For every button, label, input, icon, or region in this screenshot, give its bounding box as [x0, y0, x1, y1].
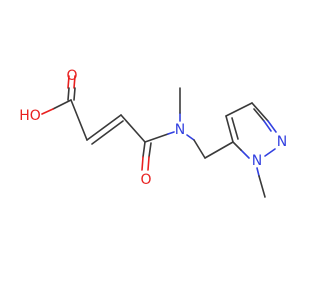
bond-acid-co-b [73, 75, 76, 89]
bond-c4-n-blue [167, 131, 175, 135]
bond-n-ch2 [193, 139, 206, 159]
atom-n-amide: N [175, 122, 185, 138]
bond-acid-co-b2 [73, 87, 76, 101]
bond-c-oh [52, 99, 72, 110]
bond-n1-methyl [258, 175, 266, 198]
bond-c5-c4 [225, 115, 234, 143]
bond-c5-c4-double [231, 117, 239, 140]
atom-o-hydroxyl: HO [19, 108, 41, 124]
bond-acid-co-a [67, 75, 70, 89]
bond-c3-c4 [120, 114, 146, 143]
bond-c4-c3 [225, 102, 253, 117]
bond-amide-co-a2 [141, 156, 144, 171]
molecule-diagram: O HO O N N N [19, 68, 287, 198]
bond-c-oh-red [41, 108, 54, 115]
bond-n-ch2-blue [186, 134, 195, 141]
bond-c3-n2 [251, 102, 269, 122]
bond-c3-n2-double [253, 108, 265, 122]
bond-c2-c3-double [91, 120, 124, 145]
bond-c4-n [144, 133, 169, 143]
atom-o-amide: O [140, 172, 151, 188]
bond-n1-c5 [232, 141, 242, 151]
bond-n2-n1 [264, 148, 276, 157]
bond-n1-c5-blue [240, 149, 250, 159]
bond-acid-co-a2 [67, 87, 70, 101]
bond-c1-c2 [70, 99, 88, 141]
atom-o-carbonyl-acid: O [66, 68, 77, 84]
bond-amide-co-a [142, 141, 146, 158]
bond-ch2-c5 [204, 141, 234, 159]
atom-n-pyrazole-2: N [277, 134, 287, 150]
bond-c3-n2-blue [267, 120, 277, 133]
molecule-structure: O HO O N N N [19, 68, 287, 198]
bond-c2-c3 [86, 114, 122, 141]
bond-c3-n2-double-blue [263, 120, 272, 132]
atom-n-pyrazole-1: N [252, 153, 262, 169]
bond-amide-co-b2 [147, 156, 150, 171]
bond-amide-co-b [148, 142, 152, 158]
bond-n1-methyl-blue [256, 167, 260, 177]
